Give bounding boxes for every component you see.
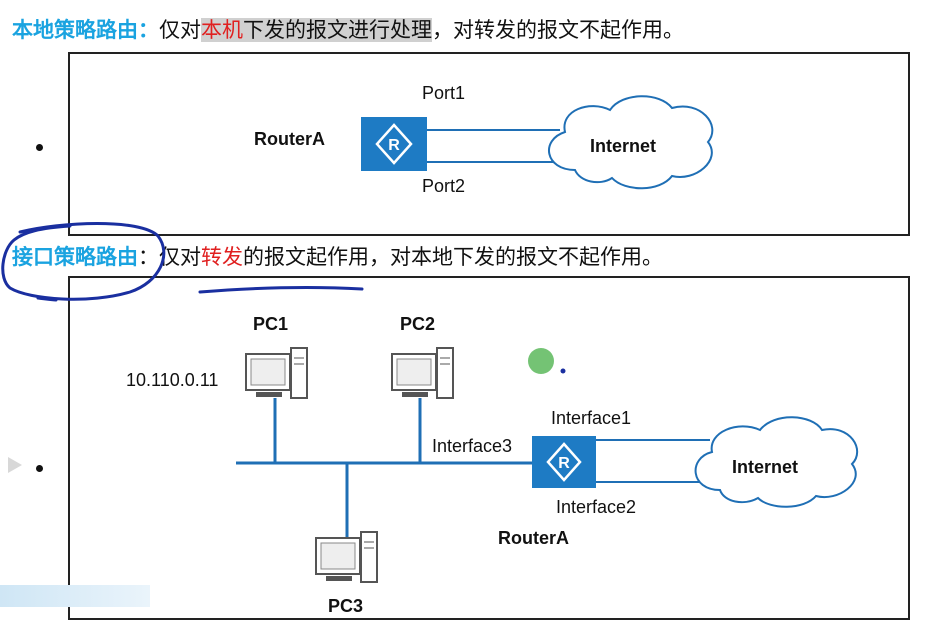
bullet-point (36, 465, 43, 472)
pc1-label: PC1 (253, 314, 289, 334)
pc2-label: PC2 (400, 314, 436, 334)
heading-text-highlighted: 下发的报文进行处理 (243, 18, 432, 42)
router-label: RouterA (498, 528, 569, 548)
link-lines (426, 129, 560, 163)
heading-title: 本地策略路由： (12, 18, 159, 42)
heading-title: 接口策略路由 (12, 245, 138, 269)
diagram-box-local (68, 52, 910, 236)
pc1-icon (245, 347, 308, 399)
svg-text:R: R (388, 137, 400, 154)
interface3-label: Interface3 (432, 436, 513, 456)
pc1-ip-label: 10.110.0.11 (126, 370, 219, 390)
svg-text:R: R (558, 455, 570, 472)
router-links (596, 439, 710, 483)
router-label: RouterA (254, 129, 325, 149)
cloud-icon (548, 95, 714, 190)
heading-local-policy-route: 本地策略路由：仅对本机下发的报文进行处理，对转发的报文不起作用。 (12, 16, 684, 44)
video-progress-strip (0, 585, 150, 607)
cloud-label: Internet (732, 457, 799, 477)
interface2-label: Interface2 (556, 497, 637, 517)
heading-text: ：仅对 (138, 245, 201, 269)
port1-label: Port1 (422, 83, 466, 103)
diagram-graphics: R R (1, 95, 859, 583)
heading-text: ，对转发的报文不起作用。 (432, 18, 684, 42)
interface1-label: Interface1 (551, 408, 632, 428)
heading-interface-policy-route: 接口策略路由：仅对转发的报文起作用，对本地下发的报文不起作用。 (12, 243, 663, 271)
play-icon[interactable] (8, 457, 22, 473)
router-icon: R (361, 117, 427, 171)
cursor-dot (560, 368, 566, 374)
router-icon: R (532, 436, 596, 488)
pc2-icon (391, 347, 454, 399)
bullet-point (36, 144, 43, 151)
heading-emphasis: 转发 (201, 245, 243, 269)
heading-text: 的报文起作用，对本地下发的报文不起作用。 (243, 245, 663, 269)
port2-label: Port2 (422, 176, 466, 196)
pc3-icon (315, 531, 378, 583)
cursor-highlight (528, 348, 554, 374)
lan-bus (236, 398, 532, 540)
cloud-icon (694, 416, 859, 508)
heading-text: 仅对 (159, 18, 201, 42)
heading-emphasis: 本机 (201, 18, 243, 42)
hand-drawn-annotation (1, 222, 364, 302)
cloud-label: Internet (590, 136, 657, 156)
